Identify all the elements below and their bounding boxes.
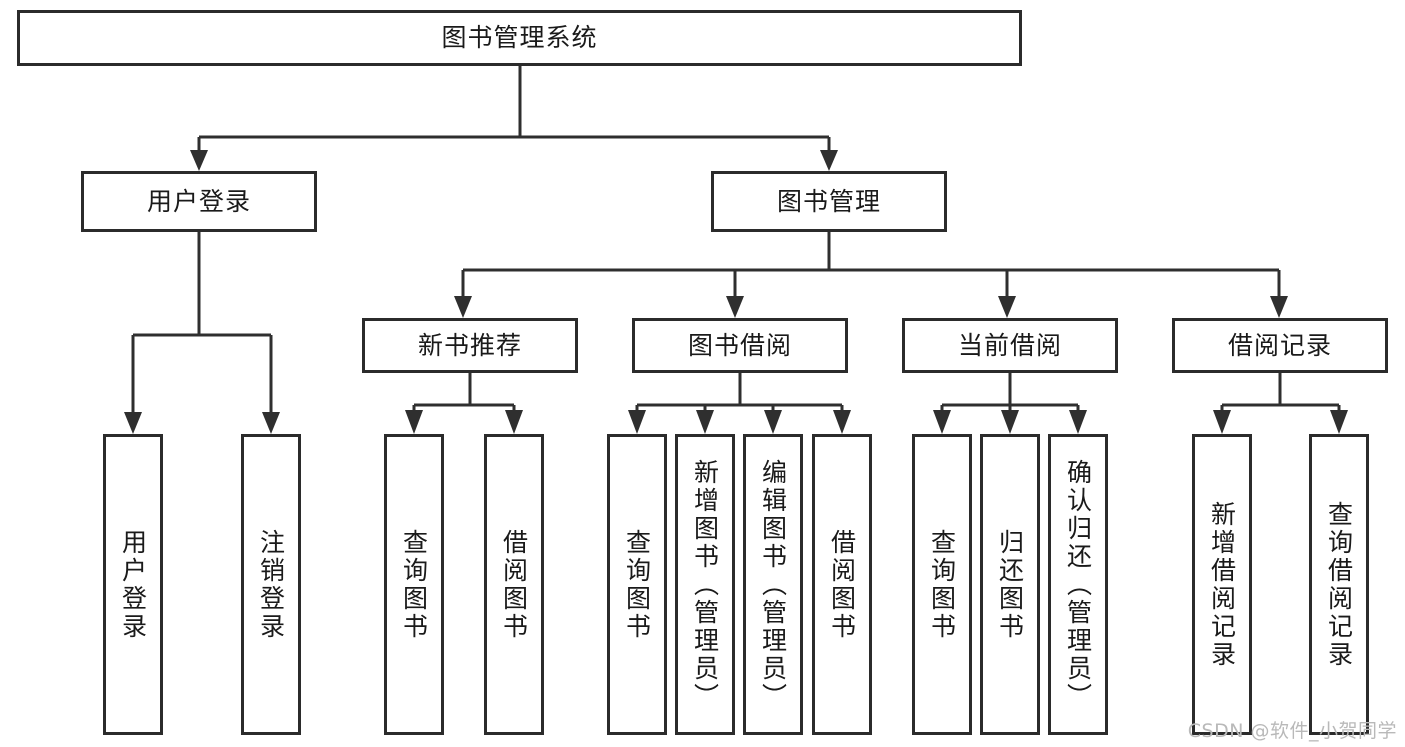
- leaf-label: 注销登录: [256, 528, 286, 641]
- arrow-book-mgmt-child-2: [726, 296, 744, 318]
- leaf-borrow-record-query-record[interactable]: 查询借阅记录: [1309, 434, 1369, 735]
- arrow-current-borrow-leaf-2: [1001, 410, 1019, 434]
- arrow-borrow-record-leaf-2: [1330, 410, 1348, 434]
- node-book-borrow[interactable]: 图书借阅: [632, 318, 848, 373]
- leaf-current-borrow-query-book[interactable]: 查询图书: [912, 434, 972, 735]
- watermark-text: CSDN @软件_小贺同学: [1187, 720, 1397, 742]
- leaf-borrow-record-add-record[interactable]: 新增借阅记录: [1192, 434, 1252, 735]
- leaf-user-login-login[interactable]: 用户登录: [103, 434, 163, 735]
- leaf-label: 借阅图书: [827, 528, 857, 641]
- arrow-root-to-user-login: [190, 150, 208, 171]
- leaf-user-login-logout[interactable]: 注销登录: [241, 434, 301, 735]
- leaf-label: 查询图书: [399, 528, 429, 641]
- arrow-current-borrow-leaf-1: [933, 410, 951, 434]
- leaf-current-borrow-confirm-return-admin[interactable]: 确认归还（管理员）: [1048, 434, 1108, 735]
- arrow-new-book-leaf-1: [405, 410, 423, 434]
- arrow-book-mgmt-child-1: [454, 296, 472, 318]
- arrow-book-mgmt-child-4: [1270, 296, 1288, 318]
- leaf-book-borrow-query-book[interactable]: 查询图书: [607, 434, 667, 735]
- leaf-label: 归还图书: [995, 528, 1025, 641]
- arrow-book-borrow-leaf-2: [696, 410, 714, 434]
- leaf-label: 用户登录: [118, 528, 148, 641]
- leaf-label: 查询借阅记录: [1324, 500, 1354, 669]
- arrow-user-login-leaf-2: [262, 412, 280, 434]
- node-root-system[interactable]: 图书管理系统: [17, 10, 1022, 66]
- arrow-borrow-record-leaf-1: [1213, 410, 1231, 434]
- leaf-book-borrow-edit-book-admin[interactable]: 编辑图书（管理员）: [743, 434, 803, 735]
- arrow-root-to-book-mgmt: [820, 150, 838, 171]
- node-book-management[interactable]: 图书管理: [711, 171, 947, 232]
- leaf-label: 借阅图书: [499, 528, 529, 641]
- arrow-book-borrow-leaf-4: [833, 410, 851, 434]
- leaf-label: 确认归还（管理员）: [1063, 458, 1093, 711]
- arrow-book-borrow-leaf-1: [628, 410, 646, 434]
- node-new-book-recommend[interactable]: 新书推荐: [362, 318, 578, 373]
- leaf-label: 查询图书: [927, 528, 957, 641]
- arrow-new-book-leaf-2: [505, 410, 523, 434]
- node-user-login[interactable]: 用户登录: [81, 171, 317, 232]
- node-current-borrow[interactable]: 当前借阅: [902, 318, 1118, 373]
- leaf-label: 新增图书（管理员）: [690, 458, 720, 711]
- leaf-label: 编辑图书（管理员）: [758, 458, 788, 711]
- leaf-label: 新增借阅记录: [1207, 500, 1237, 669]
- arrow-user-login-leaf-1: [124, 412, 142, 434]
- arrow-book-mgmt-child-3: [998, 296, 1016, 318]
- arrow-book-borrow-leaf-3: [764, 410, 782, 434]
- leaf-book-borrow-borrow-book[interactable]: 借阅图书: [812, 434, 872, 735]
- node-borrow-record[interactable]: 借阅记录: [1172, 318, 1388, 373]
- leaf-current-borrow-return-book[interactable]: 归还图书: [980, 434, 1040, 735]
- leaf-new-book-borrow-book[interactable]: 借阅图书: [484, 434, 544, 735]
- arrow-current-borrow-leaf-3: [1069, 410, 1087, 434]
- leaf-book-borrow-add-book-admin[interactable]: 新增图书（管理员）: [675, 434, 735, 735]
- leaf-label: 查询图书: [622, 528, 652, 641]
- leaf-new-book-query-book[interactable]: 查询图书: [384, 434, 444, 735]
